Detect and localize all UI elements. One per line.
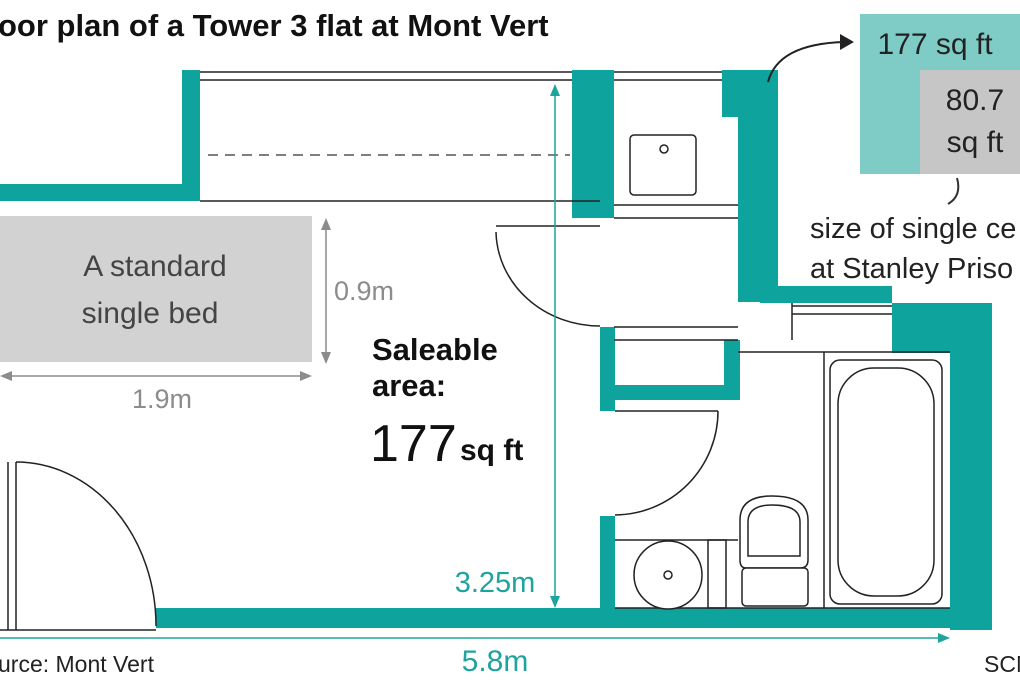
- bed-length-dimension: [0, 371, 312, 381]
- wall-bottom: [156, 608, 992, 628]
- bed-length-label: 1.9m: [132, 384, 192, 414]
- flat-size-label: 177 sq ft: [877, 28, 993, 61]
- cell-caption-line1: size of single ce: [810, 213, 1016, 245]
- cell-size-box: [920, 70, 1020, 174]
- bathroom-door: [614, 410, 719, 516]
- single-bed: [0, 216, 312, 362]
- credit-note: SCM: [984, 651, 1020, 677]
- bed-label-line2: single bed: [82, 297, 219, 330]
- width-dimension: [0, 633, 950, 643]
- cell-size-unit: sq ft: [947, 126, 1004, 159]
- saleable-value: 177: [370, 415, 457, 473]
- bed-label-line1: A standard: [83, 250, 226, 283]
- wall-central-lower: [600, 516, 615, 612]
- width-label: 5.8m: [462, 645, 529, 678]
- bed-width-dimension: [321, 218, 331, 364]
- height-label: 3.25m: [455, 567, 536, 599]
- saleable-label-line2: area:: [372, 368, 446, 403]
- room-lines: [200, 200, 950, 609]
- wall-right-column: [738, 70, 778, 302]
- wash-basin: [633, 539, 727, 610]
- walls: [0, 70, 992, 630]
- top-window: [0, 71, 892, 631]
- wall-bath-stub: [724, 340, 740, 400]
- kitchen-sink: [629, 134, 697, 196]
- bed-width-label: 0.9m: [334, 276, 394, 306]
- caption-connector: [947, 177, 960, 205]
- toilet: [739, 495, 809, 607]
- bathtub: [829, 359, 943, 605]
- kitchen-door: [495, 225, 601, 327]
- saleable-unit: sq ft: [460, 434, 523, 467]
- wall-bath-top: [600, 385, 740, 400]
- comparison-arrow: [767, 34, 854, 83]
- wall-left-top: [0, 184, 198, 201]
- wall-right-ledge: [760, 286, 892, 303]
- wall-far-right: [950, 303, 992, 630]
- diagram-title: oor plan of a Tower 3 flat at Mont Vert: [0, 8, 549, 43]
- entrance-door: [7, 461, 157, 630]
- cell-size-value: 80.7: [946, 84, 1004, 117]
- wall-central-upper: [572, 70, 614, 218]
- wall-top-left-vertical: [182, 70, 200, 201]
- cell-caption-line2: at Stanley Priso: [810, 253, 1013, 285]
- height-dimension: [550, 84, 560, 608]
- source-note: urce: Mont Vert: [0, 651, 155, 677]
- saleable-label-line1: Saleable: [372, 332, 498, 367]
